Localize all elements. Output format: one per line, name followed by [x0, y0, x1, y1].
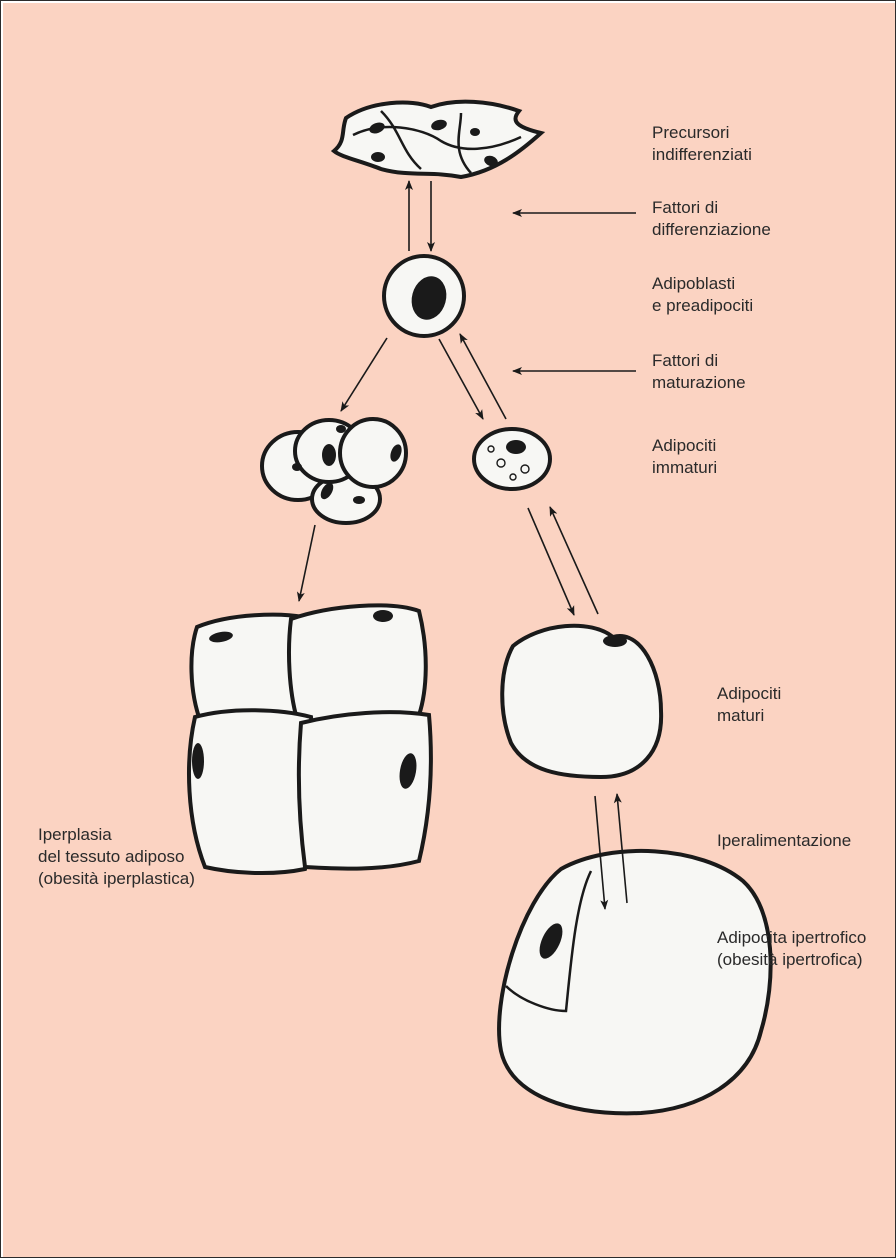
label-differentiation-factors: Fattori di differenziazione	[652, 197, 771, 241]
label-line: Adipociti	[717, 683, 781, 705]
label-line: maturi	[717, 705, 781, 727]
label-line: e preadipociti	[652, 295, 753, 317]
label-line: indifferenziati	[652, 144, 752, 166]
mature-adipocyte-cell	[502, 626, 661, 777]
label-line: Fattori di	[652, 197, 771, 219]
hyperplastic-tissue	[189, 605, 431, 873]
label-line: (obesità ipertrofica)	[717, 949, 866, 971]
label-line: Adipociti	[652, 435, 717, 457]
label-overfeeding: Iperalimentazione	[717, 830, 851, 852]
label-line: del tessuto adiposo	[38, 846, 195, 868]
background-panel	[3, 3, 895, 1257]
label-line: Iperplasia	[38, 824, 195, 846]
adipoblast-cell	[384, 256, 464, 336]
label-hypertrophic-adipocyte: Adipocita ipertrofico (obesità ipertrofi…	[717, 927, 866, 971]
label-hyperplasia: Iperplasia del tessuto adiposo (obesità …	[38, 824, 195, 890]
label-line: maturazione	[652, 372, 746, 394]
label-adipoblasts: Adipoblasti e preadipociti	[652, 273, 753, 317]
hypertrophic-adipocyte-cell	[499, 851, 771, 1113]
immature-adipocyte-cell	[474, 429, 550, 489]
label-maturation-factors: Fattori di maturazione	[652, 350, 746, 394]
label-line: Precursori	[652, 122, 752, 144]
label-precursors: Precursori indifferenziati	[652, 122, 752, 166]
label-mature-adipocytes: Adipociti maturi	[717, 683, 781, 727]
label-line: Adipoblasti	[652, 273, 753, 295]
label-line: Fattori di	[652, 350, 746, 372]
label-line: (obesità iperplastica)	[38, 868, 195, 890]
label-immature-adipocytes: Adipociti immaturi	[652, 435, 717, 479]
label-line: Adipocita ipertrofico	[717, 927, 866, 949]
label-line: immaturi	[652, 457, 717, 479]
label-line: differenziazione	[652, 219, 771, 241]
label-line: Iperalimentazione	[717, 830, 851, 852]
